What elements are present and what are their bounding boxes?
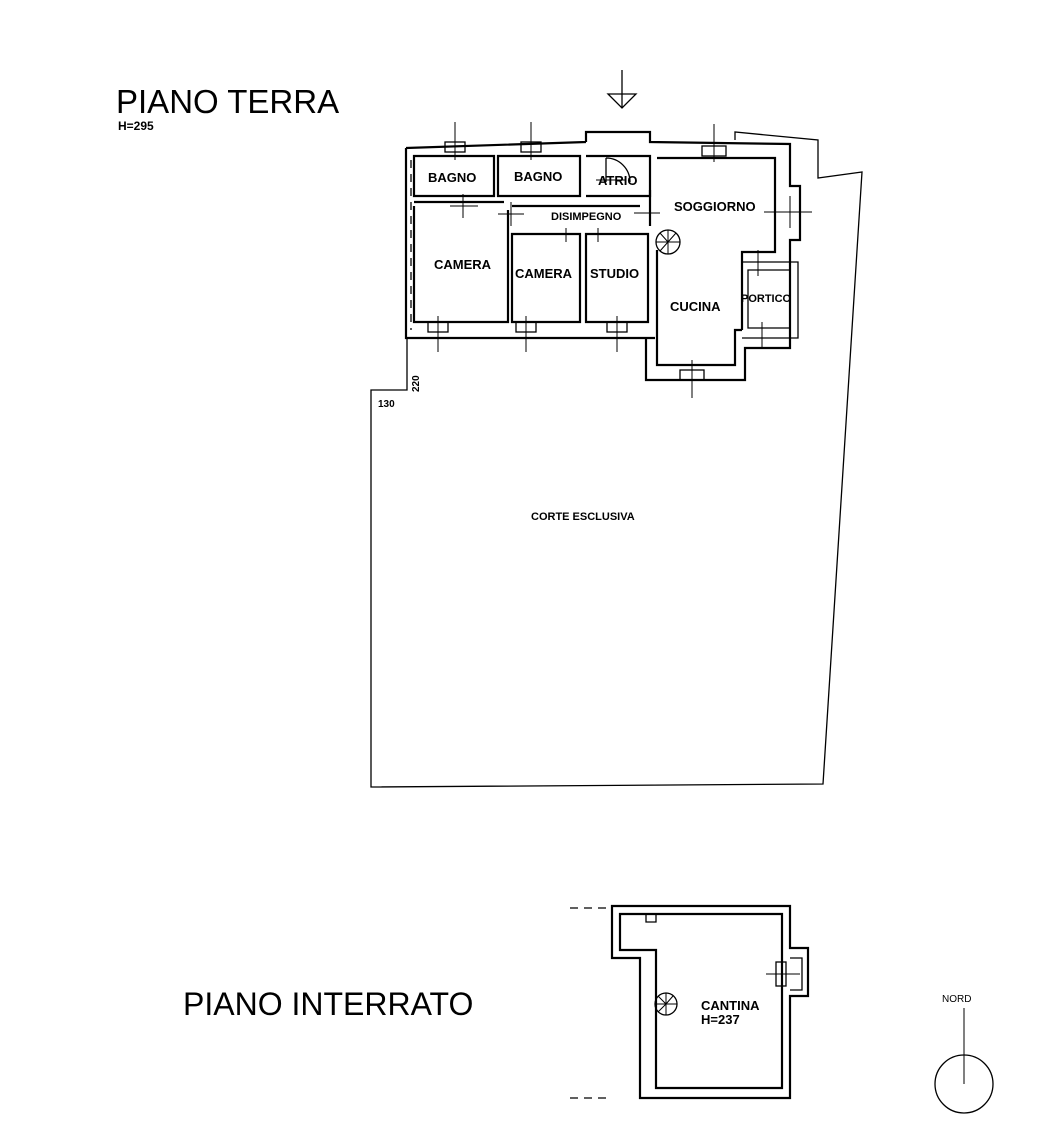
room-label-bagno-1: BAGNO — [428, 170, 476, 185]
basement-room-label: CANTINA — [701, 998, 760, 1013]
spiral-stair-icon — [655, 229, 681, 255]
entrance-door — [605, 157, 631, 183]
room-label-camera-2: CAMERA — [515, 266, 573, 281]
basement-title: PIANO INTERRATO — [183, 986, 473, 1022]
entrance-arrow-icon — [606, 70, 638, 109]
dimension-horizontal: 130 — [378, 399, 395, 410]
room-label-soggiorno: SOGGIORNO — [674, 199, 756, 214]
room-label-atrio: ATRIO — [598, 173, 637, 188]
basement-height: H=237 — [701, 1012, 740, 1027]
room-label-portico: PORTICO — [741, 293, 792, 305]
dimension-vertical: 220 — [411, 375, 422, 392]
basement-spiral-stair-icon — [654, 992, 678, 1016]
ground-floor-title: PIANO TERRA — [116, 83, 339, 120]
courtyard-label: CORTE ESCLUSIVA — [531, 511, 635, 523]
room-label-camera-1: CAMERA — [434, 257, 492, 272]
compass-label: NORD — [942, 994, 971, 1005]
compass-icon: NORD — [934, 994, 994, 1114]
basement-walls — [570, 904, 810, 1100]
room-label-cucina: CUCINA — [670, 299, 721, 314]
ground-floor-height: H=295 — [118, 119, 154, 133]
room-label-studio: STUDIO — [590, 266, 639, 281]
building-walls — [404, 130, 802, 382]
window-marks — [427, 122, 812, 398]
courtyard-outline — [370, 131, 863, 788]
room-label-bagno-2: BAGNO — [514, 169, 562, 184]
room-label-disimpegno: DISIMPEGNO — [551, 211, 622, 223]
